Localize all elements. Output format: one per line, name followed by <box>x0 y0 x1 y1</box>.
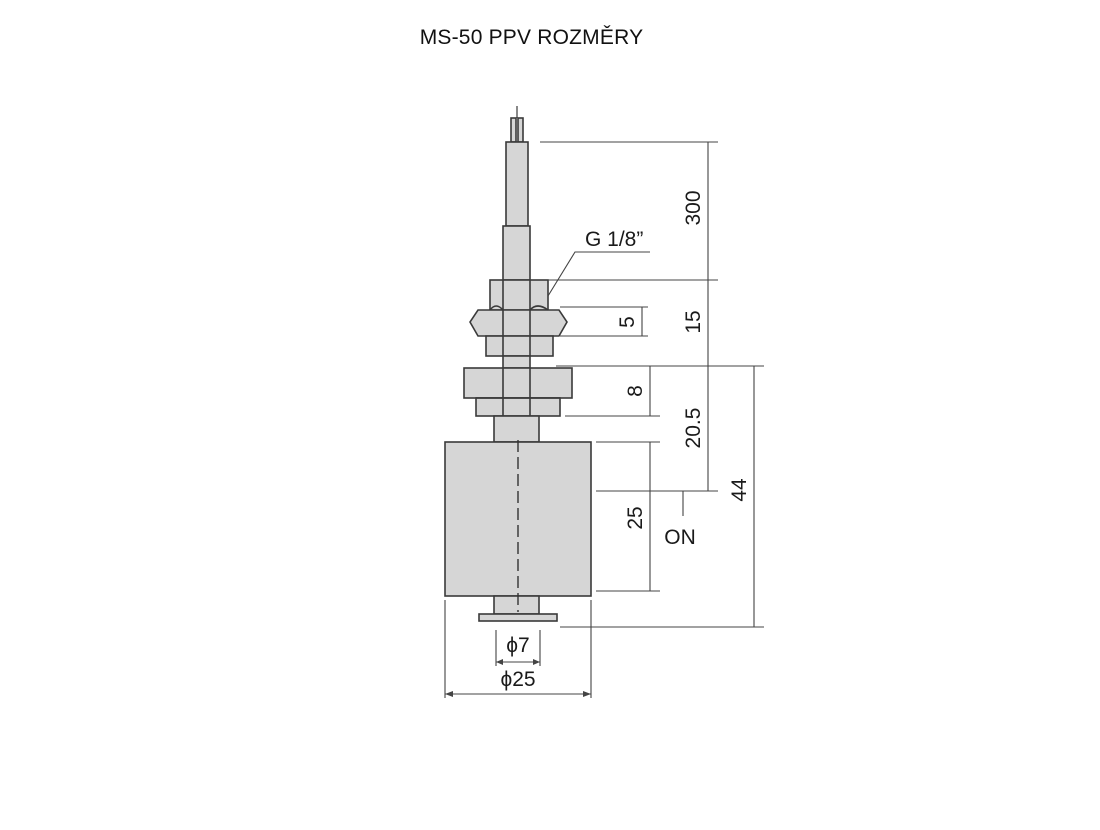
bottom-stem <box>493 595 540 615</box>
bottom-washer <box>478 613 558 622</box>
dim-float-height: 25 <box>624 506 647 529</box>
dim-switch-point: 20.5 <box>682 408 705 449</box>
cable-wires <box>510 106 524 143</box>
dim-stem-diameter: ϕ7 <box>506 634 529 657</box>
dimension-arrows <box>445 659 591 697</box>
collar <box>463 367 573 417</box>
lower-stem <box>493 415 540 443</box>
dim-float-diameter: ϕ25 <box>500 668 535 691</box>
thread-label: G 1/8” <box>585 228 643 251</box>
dim-nut-section: 15 <box>682 310 705 333</box>
top-nut <box>469 279 568 357</box>
middle-stem <box>502 355 531 369</box>
dim-total-height: 44 <box>728 478 751 502</box>
upper-stem <box>502 225 531 281</box>
cable-sheath <box>505 141 529 227</box>
dim-nut-height: 5 <box>616 316 639 328</box>
page-title: MS-50 PPV ROZMĚRY <box>419 26 644 49</box>
on-label: ON <box>664 526 696 549</box>
dim-cable-length: 300 <box>682 190 705 225</box>
dimension-lines <box>444 141 764 698</box>
dim-collar-height: 8 <box>624 385 647 397</box>
